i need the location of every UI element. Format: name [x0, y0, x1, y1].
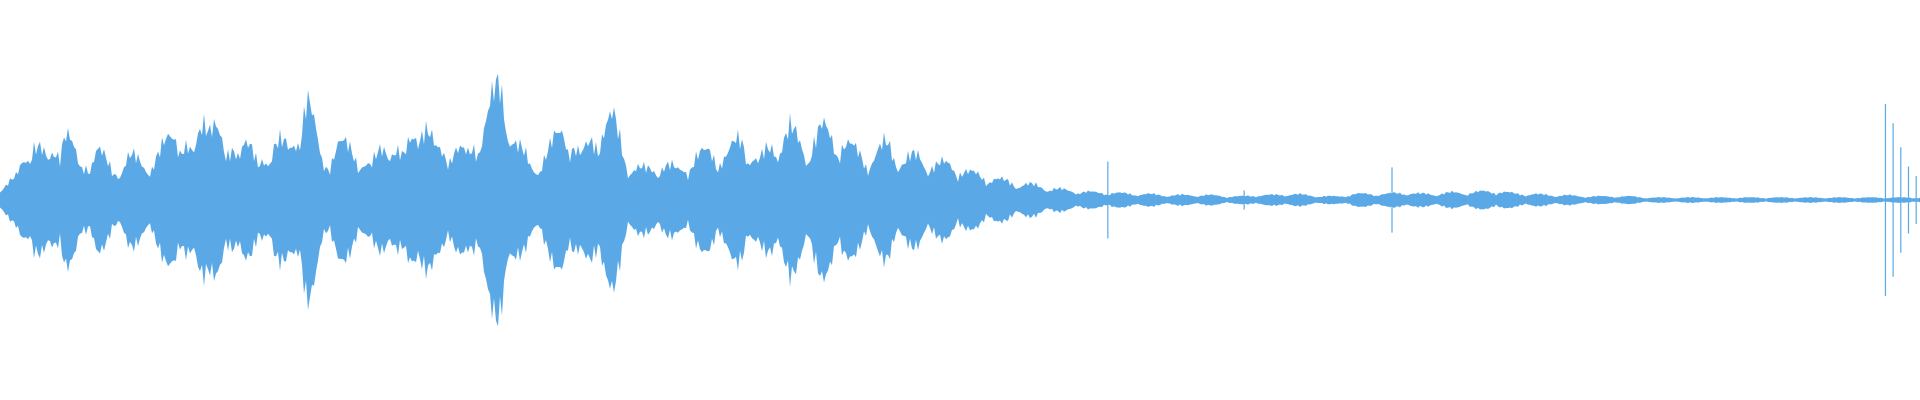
audio-waveform: [0, 73, 1920, 327]
waveform-canvas: [0, 73, 1920, 327]
